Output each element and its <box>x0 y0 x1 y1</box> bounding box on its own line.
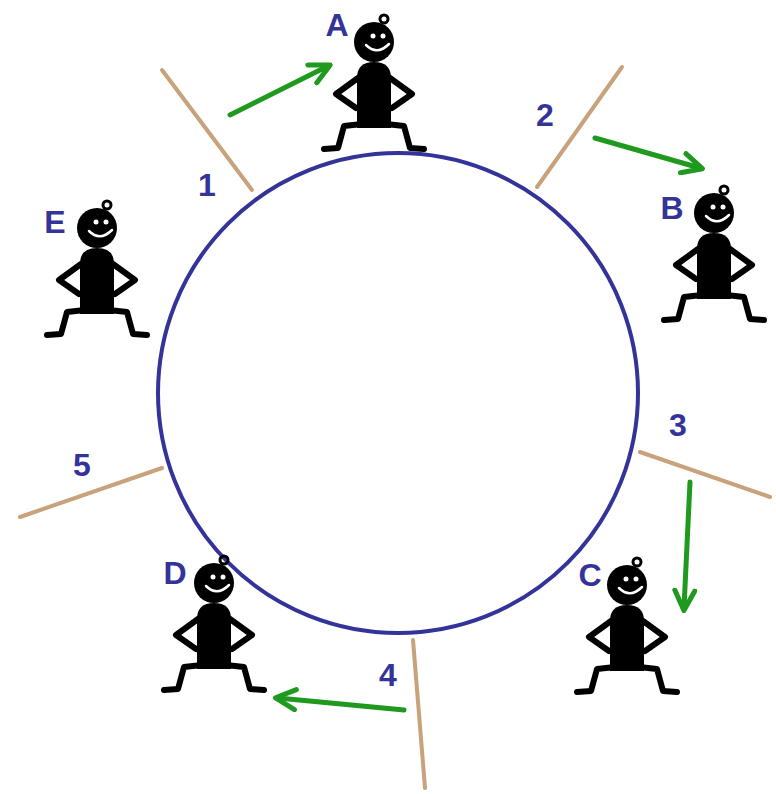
green-arrows <box>230 66 700 710</box>
philosopher-figure <box>164 556 264 690</box>
philosopher-letter: E <box>44 206 65 238</box>
chopstick-number: 2 <box>536 99 554 131</box>
philosopher-letter: C <box>578 559 601 591</box>
philosopher-figure <box>577 558 677 692</box>
chopstick-number: 1 <box>198 169 216 201</box>
table-circle <box>158 153 638 633</box>
chopstick-number: 3 <box>669 409 687 441</box>
chopstick-number: 4 <box>379 659 397 691</box>
philosopher-letter: D <box>163 557 186 589</box>
philosopher-letter: B <box>660 192 683 224</box>
chopsticks <box>20 67 770 788</box>
chopstick-number: 5 <box>73 449 91 481</box>
philosopher-letter: A <box>325 9 348 41</box>
